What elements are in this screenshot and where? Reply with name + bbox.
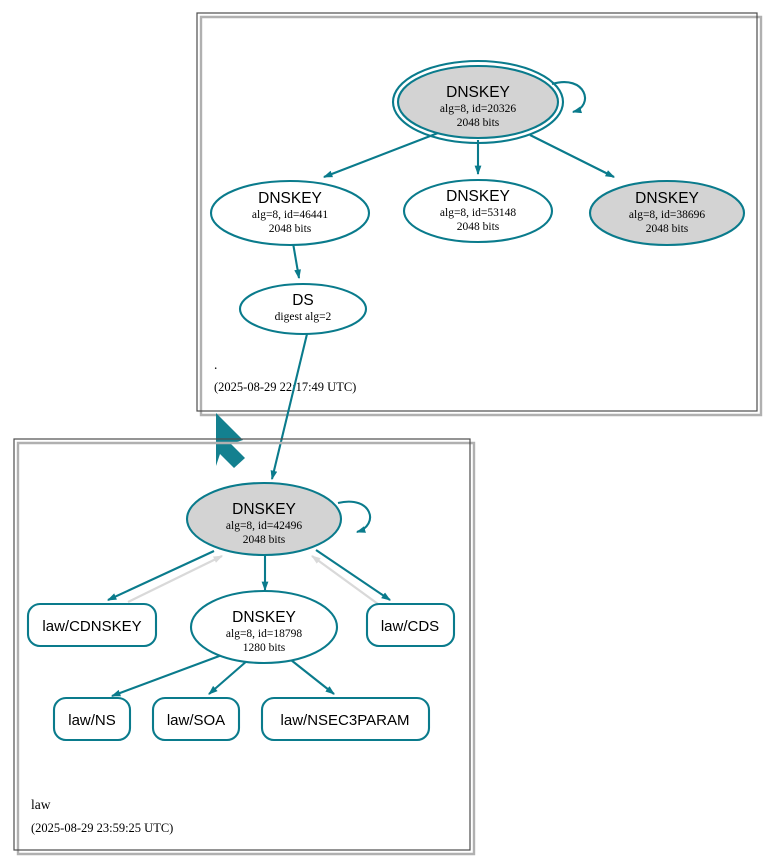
node-root-zsk-46441-line3: 2048 bits bbox=[269, 223, 312, 235]
node-root-ksk-title: DNSKEY bbox=[446, 84, 510, 101]
node-root-zsk-53148-title: DNSKEY bbox=[446, 188, 510, 205]
node-root-zsk-38696-title: DNSKEY bbox=[635, 190, 699, 207]
node-law-ns-label: law/NS bbox=[68, 712, 116, 729]
node-root-zsk-dnskey-46441[interactable]: DNSKEY alg=8, id=46441 2048 bits bbox=[209, 179, 371, 247]
node-law-ns-rrset[interactable]: law/NS bbox=[52, 696, 132, 742]
edge-law-ksk-to-cds bbox=[315, 549, 391, 601]
node-root-ksk-line3: 2048 bits bbox=[457, 117, 500, 129]
node-law-zsk-line3: 1280 bits bbox=[243, 642, 286, 654]
node-law-cds-label: law/CDS bbox=[381, 618, 439, 635]
delegation-arrow-root-to-law bbox=[216, 413, 245, 468]
edge-law-zsk-to-ns bbox=[110, 654, 223, 697]
node-root-zsk-53148-line2: alg=8, id=53148 bbox=[440, 207, 516, 219]
edge-root-ds-to-law-ksk bbox=[270, 333, 309, 481]
law-zone-caption: law (2025-08-29 23:59:25 UTC) bbox=[31, 797, 173, 835]
edge-law-ksk-self-loop bbox=[337, 500, 372, 534]
node-root-zsk-53148-line3: 2048 bits bbox=[457, 221, 500, 233]
edge-root-ksk-to-zsk-46441 bbox=[322, 132, 439, 178]
edge-cdnskey-to-law-ksk bbox=[127, 554, 223, 604]
cluster-root-zone bbox=[196, 12, 763, 417]
node-root-ksk-dnskey-20326[interactable]: DNSKEY alg=8, id=20326 2048 bits bbox=[391, 59, 565, 145]
node-law-ksk-title: DNSKEY bbox=[232, 501, 296, 518]
node-law-zsk-title: DNSKEY bbox=[232, 609, 296, 626]
edge-cds-to-law-ksk bbox=[311, 555, 379, 605]
node-root-ksk-line2: alg=8, id=20326 bbox=[440, 103, 516, 115]
node-law-ksk-line2: alg=8, id=42496 bbox=[226, 520, 302, 532]
root-zone-timestamp: (2025-08-29 22:17:49 UTC) bbox=[214, 380, 356, 394]
root-zone-caption: . (2025-08-29 22:17:49 UTC) bbox=[214, 357, 356, 394]
edge-root-zsk-46441-to-ds bbox=[291, 242, 301, 280]
node-root-zsk-dnskey-38696[interactable]: DNSKEY alg=8, id=38696 2048 bits bbox=[588, 179, 746, 247]
edge-law-zsk-to-nsec3param bbox=[290, 659, 335, 695]
node-law-nsec3param-label: law/NSEC3PARAM bbox=[281, 712, 410, 729]
node-root-ds-digest-alg-2[interactable]: DS digest alg=2 bbox=[238, 282, 368, 336]
node-root-zsk-38696-line3: 2048 bits bbox=[646, 223, 689, 235]
root-zone-label: . bbox=[214, 357, 217, 372]
node-law-cdnskey-rrset[interactable]: law/CDNSKEY bbox=[26, 602, 158, 648]
node-law-nsec3param-rrset[interactable]: law/NSEC3PARAM bbox=[260, 696, 431, 742]
edge-root-ksk-to-zsk-38696 bbox=[529, 134, 615, 178]
node-law-zsk-line2: alg=8, id=18798 bbox=[226, 628, 302, 640]
edge-root-ksk-self-loop bbox=[551, 81, 586, 114]
node-root-zsk-dnskey-53148[interactable]: DNSKEY alg=8, id=53148 2048 bits bbox=[402, 178, 554, 244]
node-law-ksk-line3: 2048 bits bbox=[243, 534, 286, 546]
node-law-soa-label: law/SOA bbox=[167, 712, 225, 729]
cluster-law-zone bbox=[13, 438, 476, 856]
node-root-zsk-38696-line2: alg=8, id=38696 bbox=[629, 209, 705, 221]
node-law-zsk-dnskey-18798[interactable]: DNSKEY alg=8, id=18798 1280 bits bbox=[189, 589, 339, 665]
node-law-ksk-dnskey-42496[interactable]: DNSKEY alg=8, id=42496 2048 bits bbox=[185, 481, 343, 557]
law-zone-timestamp: (2025-08-29 23:59:25 UTC) bbox=[31, 821, 173, 835]
law-zone-label: law bbox=[31, 797, 51, 812]
edge-law-ksk-to-cdnskey bbox=[107, 550, 215, 601]
edge-law-zsk-to-soa bbox=[208, 659, 249, 695]
node-root-zsk-46441-line2: alg=8, id=46441 bbox=[252, 209, 328, 221]
node-law-soa-rrset[interactable]: law/SOA bbox=[151, 696, 241, 742]
node-root-zsk-46441-title: DNSKEY bbox=[258, 190, 322, 207]
node-law-cdnskey-label: law/CDNSKEY bbox=[42, 618, 141, 635]
node-root-ds-title: DS bbox=[292, 292, 314, 309]
node-law-cds-rrset[interactable]: law/CDS bbox=[365, 602, 456, 648]
node-root-ds-line2: digest alg=2 bbox=[275, 311, 332, 323]
